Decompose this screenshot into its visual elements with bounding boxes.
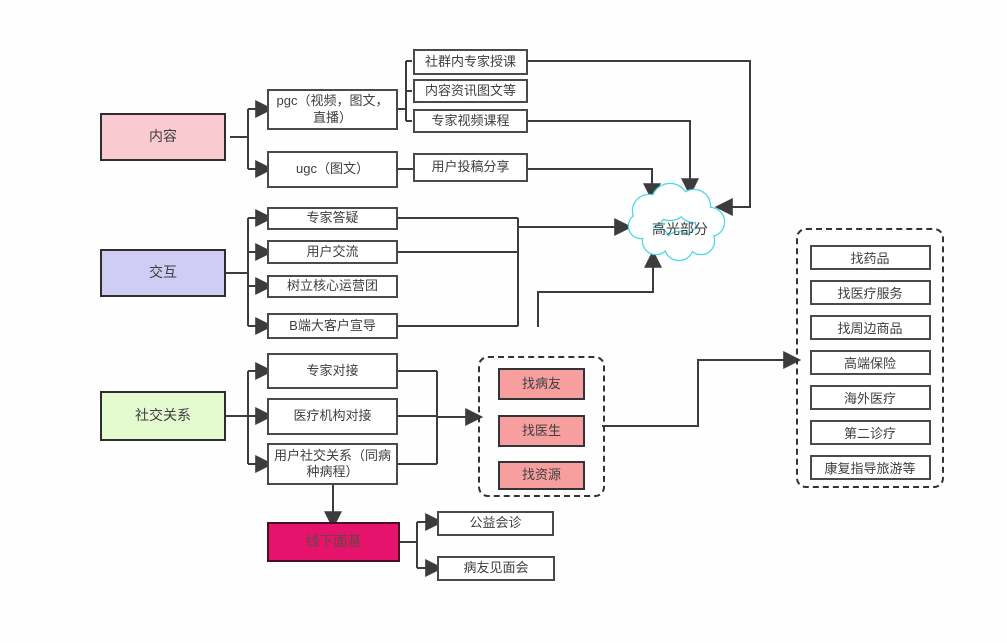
node-medical-connect: 医疗机构对接 [267, 398, 398, 435]
node-user-share: 用户投稿分享 [413, 153, 528, 182]
pgc-bracket [398, 60, 412, 122]
node-expert-qa: 专家答疑 [267, 207, 398, 230]
highlight-cloud-label: 高光部分 [652, 221, 708, 237]
lecture-to-cloud [528, 60, 751, 216]
node-b2b-guide: B端大客户宣导 [267, 313, 398, 339]
offline-bracket [400, 522, 418, 568]
find-to-services [602, 351, 802, 427]
node-patient-meetup: 病友见面会 [437, 556, 555, 581]
elbow-to-cloud-bottom [537, 249, 662, 327]
social-merge [398, 370, 438, 465]
node-expert-connect: 专家对接 [267, 353, 398, 389]
node-service-second-opinion: 第二诊疗 [809, 420, 931, 445]
node-service-overseas: 海外医疗 [809, 385, 931, 410]
node-find-patient: 找病友 [498, 368, 585, 400]
share-to-cloud [528, 168, 661, 202]
node-social: 社交关系 [100, 391, 226, 441]
node-interaction: 交互 [100, 249, 226, 297]
node-offline-meet: 线下面基 [267, 522, 400, 562]
social-bracket [226, 371, 249, 464]
find-group-panel: 找病友 找医生 找资源 [478, 356, 605, 497]
node-service-insurance: 高端保险 [809, 350, 931, 375]
node-content: 内容 [100, 113, 226, 161]
node-service-goods: 找周边商品 [809, 315, 931, 340]
video-to-cloud [528, 120, 699, 197]
node-find-resource: 找资源 [498, 461, 585, 490]
node-community-lecture: 社群内专家授课 [413, 49, 528, 75]
node-ugc: ugc（图文） [267, 151, 398, 188]
node-find-doctor: 找医生 [498, 415, 585, 447]
node-info-graphics: 内容资讯图文等 [413, 79, 528, 103]
node-service-medical: 找医疗服务 [809, 280, 931, 305]
node-user-social: 用户社交关系（同病种病程） [267, 443, 398, 485]
node-pgc: pgc（视频，图文，直播） [267, 89, 398, 130]
node-service-rehab: 康复指导旅游等 [809, 455, 931, 480]
content-bracket [230, 109, 249, 169]
node-core-ops: 树立核心运营团 [267, 275, 398, 298]
node-charity-clinic: 公益会诊 [437, 511, 554, 536]
interaction-bracket [226, 218, 249, 326]
services-panel: 找药品 找医疗服务 找周边商品 高端保险 海外医疗 第二诊疗 康复指导旅游等 [796, 228, 944, 488]
interaction-merge [398, 217, 519, 327]
highlight-cloud-shape [627, 182, 726, 262]
node-expert-video: 专家视频课程 [413, 109, 528, 133]
node-service-drugs: 找药品 [809, 245, 931, 270]
node-user-comm: 用户交流 [267, 240, 398, 264]
